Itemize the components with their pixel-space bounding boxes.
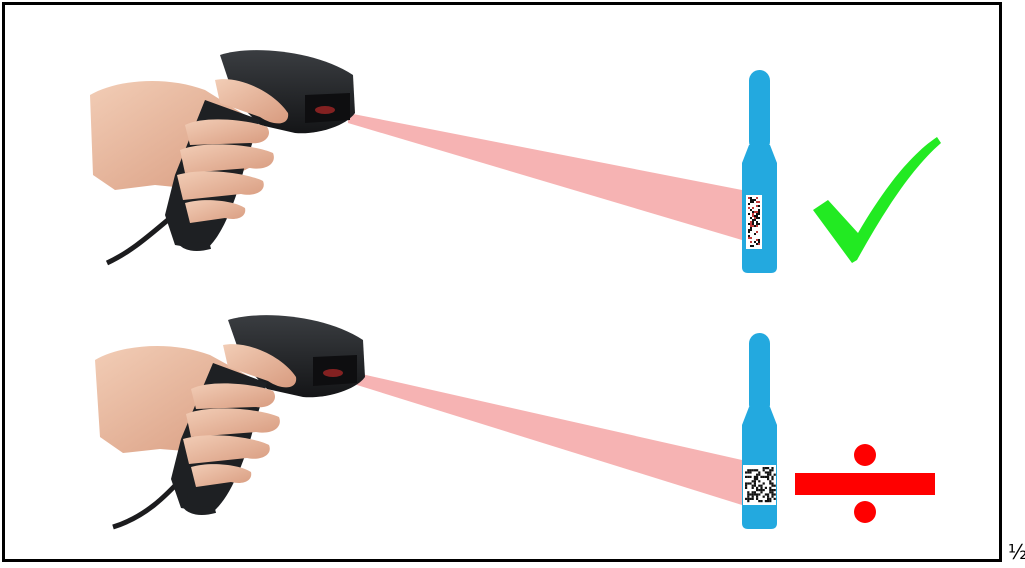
check-icon bbox=[813, 137, 941, 263]
corner-fraction-text: ½ bbox=[1008, 540, 1025, 564]
laser-beam bbox=[348, 113, 742, 240]
barcode-label-datamatrix bbox=[743, 465, 776, 505]
divide-icon bbox=[795, 444, 935, 523]
laser-beam bbox=[357, 373, 742, 505]
barcode-scanner-icon bbox=[90, 50, 355, 263]
diagram-canvas bbox=[5, 5, 999, 559]
barcode-scanner-icon bbox=[95, 315, 365, 527]
diagram-frame bbox=[2, 2, 1002, 562]
barcode-label-vertical bbox=[746, 195, 762, 249]
scan-row-bottom bbox=[95, 315, 935, 529]
scan-row-top bbox=[90, 50, 941, 273]
